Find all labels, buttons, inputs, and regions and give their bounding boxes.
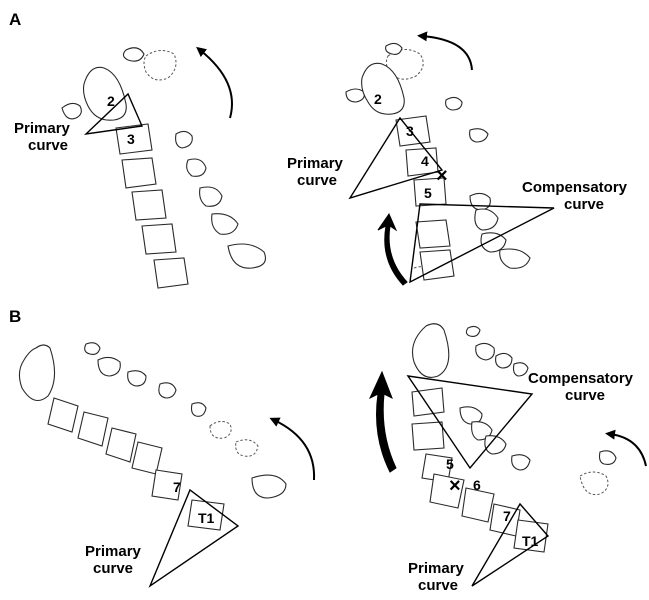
vertebra-label: T1 [522,533,539,549]
rotation-arrow [422,36,472,70]
panel-b-left-spine: 7 T1 Primary curve [19,343,314,586]
primary-curve-label: curve [28,137,68,154]
vertebra-label: 5 [424,185,432,201]
vertebra-label: 3 [406,123,414,139]
compensatory-curve-label: curve [564,196,604,213]
rotation-arrow [200,50,232,118]
displaced-skull-outline [580,472,608,495]
panel-a-left-spine: 2 3 Primary curve [14,48,266,288]
primary-curve-label: curve [93,560,133,577]
displaced-skull-outline [144,50,176,80]
compensatory-curve-label: curve [565,387,605,404]
primary-curve-label: curve [297,172,337,189]
displaced-skull-outline [236,440,258,457]
panel-a-label: A [9,10,21,29]
compensatory-curve-label: Compensatory [528,370,634,387]
panel-b-right-spine: × 5 6 7 T1 Compensatory curve Primary cu… [370,324,646,594]
primary-curve-label: Primary [85,543,142,560]
panel-a-right-spine: × 2 3 4 5 Primary curve Compensatory cur… [287,36,628,285]
rotation-arrow [610,434,646,466]
vertebra-label: 3 [127,131,135,147]
vertebra-label: 7 [503,508,511,524]
vertebra-label: 6 [473,477,481,493]
vertebra-label: T1 [198,510,215,526]
vertebra-label: 7 [173,479,181,495]
vertebra-label: 2 [107,93,115,109]
primary-curve-label: Primary [408,560,465,577]
primary-curve-label: Primary [14,120,71,137]
rotation-arrow [274,420,314,480]
vertebra-label: 2 [374,91,382,107]
primary-curve-label: curve [418,577,458,594]
compensatory-curve-label: Compensatory [522,179,628,196]
primary-curve-label: Primary [287,155,344,172]
compensatory-rotation-arrow [378,214,407,285]
displaced-skull-outline [210,421,231,438]
compensatory-rotation-arrow [370,372,396,472]
panel-b-label: B [9,307,21,326]
vertebra-label: 4 [421,153,429,169]
fracture-mark: × [449,475,461,497]
fracture-mark: × [436,165,448,187]
vertebra-label: 5 [446,456,454,472]
